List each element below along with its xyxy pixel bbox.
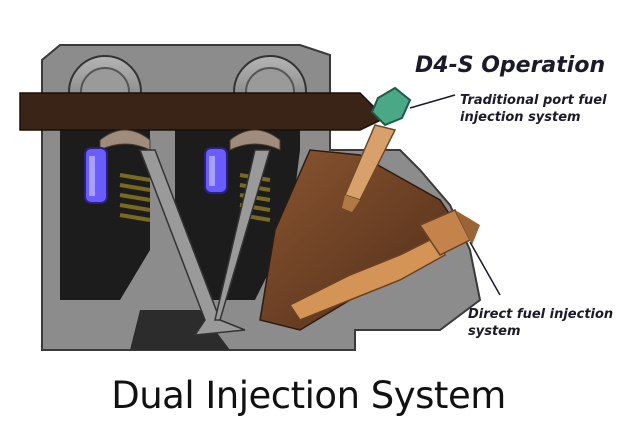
lifter-left (84, 147, 108, 204)
callout-line-direct (469, 241, 501, 296)
lifter-right (204, 147, 228, 194)
valve-spring-left (119, 173, 151, 222)
callout-port-line1: Traditional port fuel (460, 93, 607, 108)
diagram-caption: Dual Injection System (111, 374, 506, 417)
valve-chamber (60, 130, 150, 300)
intake-valve (138, 149, 246, 336)
diagram-title: D4-S Operation (415, 53, 605, 78)
exhaust-valve (214, 149, 272, 321)
rocker-arm-right (229, 129, 281, 151)
port-fuel-injector (342, 86, 412, 212)
direct-fuel-injector (288, 209, 480, 321)
callout-port-line2: injection system (460, 110, 581, 125)
callout-line-port (409, 94, 456, 109)
engine-cross-section: D4-S Operation Traditional port fuel inj… (19, 44, 613, 351)
camshaft-cover-bar (19, 92, 387, 131)
callout-port-injection: Traditional port fuel injection system (460, 93, 607, 125)
callout-direct-line2: system (468, 324, 521, 339)
callout-direct-injection: Direct fuel injection system (468, 307, 613, 339)
callout-direct-line1: Direct fuel injection (468, 307, 613, 322)
